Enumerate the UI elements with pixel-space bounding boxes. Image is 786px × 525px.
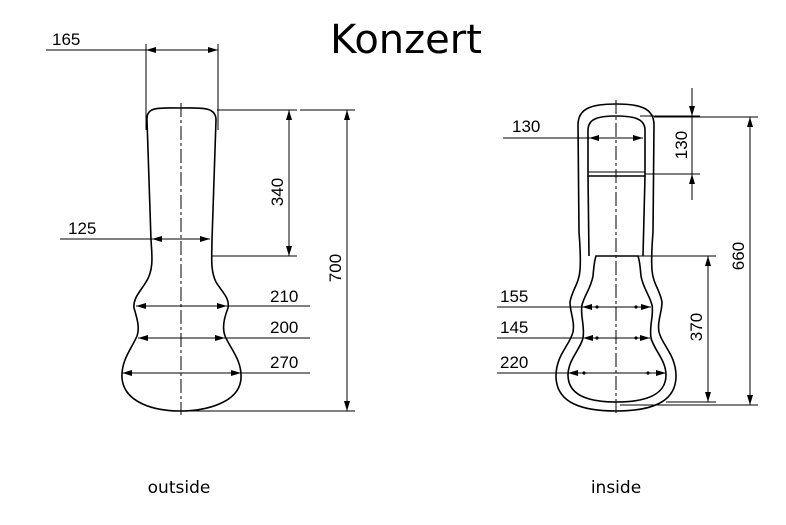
arrow-icon xyxy=(568,370,578,376)
arrow-icon xyxy=(641,304,651,310)
inside-head-length-label: 130 xyxy=(672,131,691,159)
outside-total-length-label: 700 xyxy=(326,254,345,282)
arrow-icon xyxy=(344,401,350,411)
arrow-icon xyxy=(138,335,148,341)
outside-upper-bout-label: 210 xyxy=(270,287,298,306)
arrow-icon xyxy=(146,47,156,53)
outside-caption: outside xyxy=(148,478,211,498)
arrow-icon xyxy=(656,370,666,376)
inside-reference-dot xyxy=(634,336,638,340)
arrow-icon xyxy=(689,174,695,184)
arrow-icon xyxy=(640,335,650,341)
inside-view: 130 130 660 370 155 145 xyxy=(497,88,758,498)
arrow-icon xyxy=(747,117,753,127)
inside-neck-channel xyxy=(587,175,646,257)
arrow-icon xyxy=(200,236,210,242)
arrow-icon xyxy=(344,110,350,120)
arrow-icon xyxy=(583,335,593,341)
arrow-icon xyxy=(136,303,146,309)
arrow-icon xyxy=(582,304,592,310)
inside-waist-label: 145 xyxy=(500,318,528,337)
arrow-icon xyxy=(633,135,643,141)
page-title: Konzert xyxy=(330,17,482,63)
outside-view: 165 125 340 700 210 200 270 xyxy=(46,30,355,498)
arrow-icon xyxy=(705,392,711,402)
inside-cavity-outline xyxy=(567,255,667,403)
arrow-icon xyxy=(689,106,695,116)
arrow-icon xyxy=(208,47,218,53)
arrow-icon xyxy=(152,236,162,242)
inside-head-compartment xyxy=(587,115,646,177)
inside-total-length-label: 660 xyxy=(729,242,748,270)
arrow-icon xyxy=(231,370,241,376)
arrow-icon xyxy=(286,246,292,256)
arrow-icon xyxy=(589,135,599,141)
inside-reference-dot xyxy=(582,371,586,375)
inside-body-length-label: 370 xyxy=(687,313,706,341)
arrow-icon xyxy=(215,335,225,341)
inside-head-width-label: 130 xyxy=(512,117,540,136)
inside-caption: inside xyxy=(591,478,641,498)
outside-waist-label: 200 xyxy=(270,318,298,337)
arrow-icon xyxy=(705,256,711,266)
arrow-icon xyxy=(286,110,292,120)
inside-lower-bout-label: 220 xyxy=(500,353,528,372)
arrow-icon xyxy=(747,395,753,405)
inside-upper-bout-label: 155 xyxy=(500,287,528,306)
inside-reference-dot xyxy=(595,336,599,340)
outside-case-outline xyxy=(121,107,242,412)
arrow-icon xyxy=(217,303,227,309)
arrow-icon xyxy=(122,370,132,376)
outside-neck-width-label: 125 xyxy=(68,219,96,238)
inside-reference-dot xyxy=(634,305,638,309)
inside-reference-dot xyxy=(595,305,599,309)
outside-lower-bout-label: 270 xyxy=(270,353,298,372)
inside-reference-dot xyxy=(646,371,650,375)
outside-top-width-label: 165 xyxy=(52,30,80,49)
outside-upper-length-label: 340 xyxy=(268,178,287,206)
